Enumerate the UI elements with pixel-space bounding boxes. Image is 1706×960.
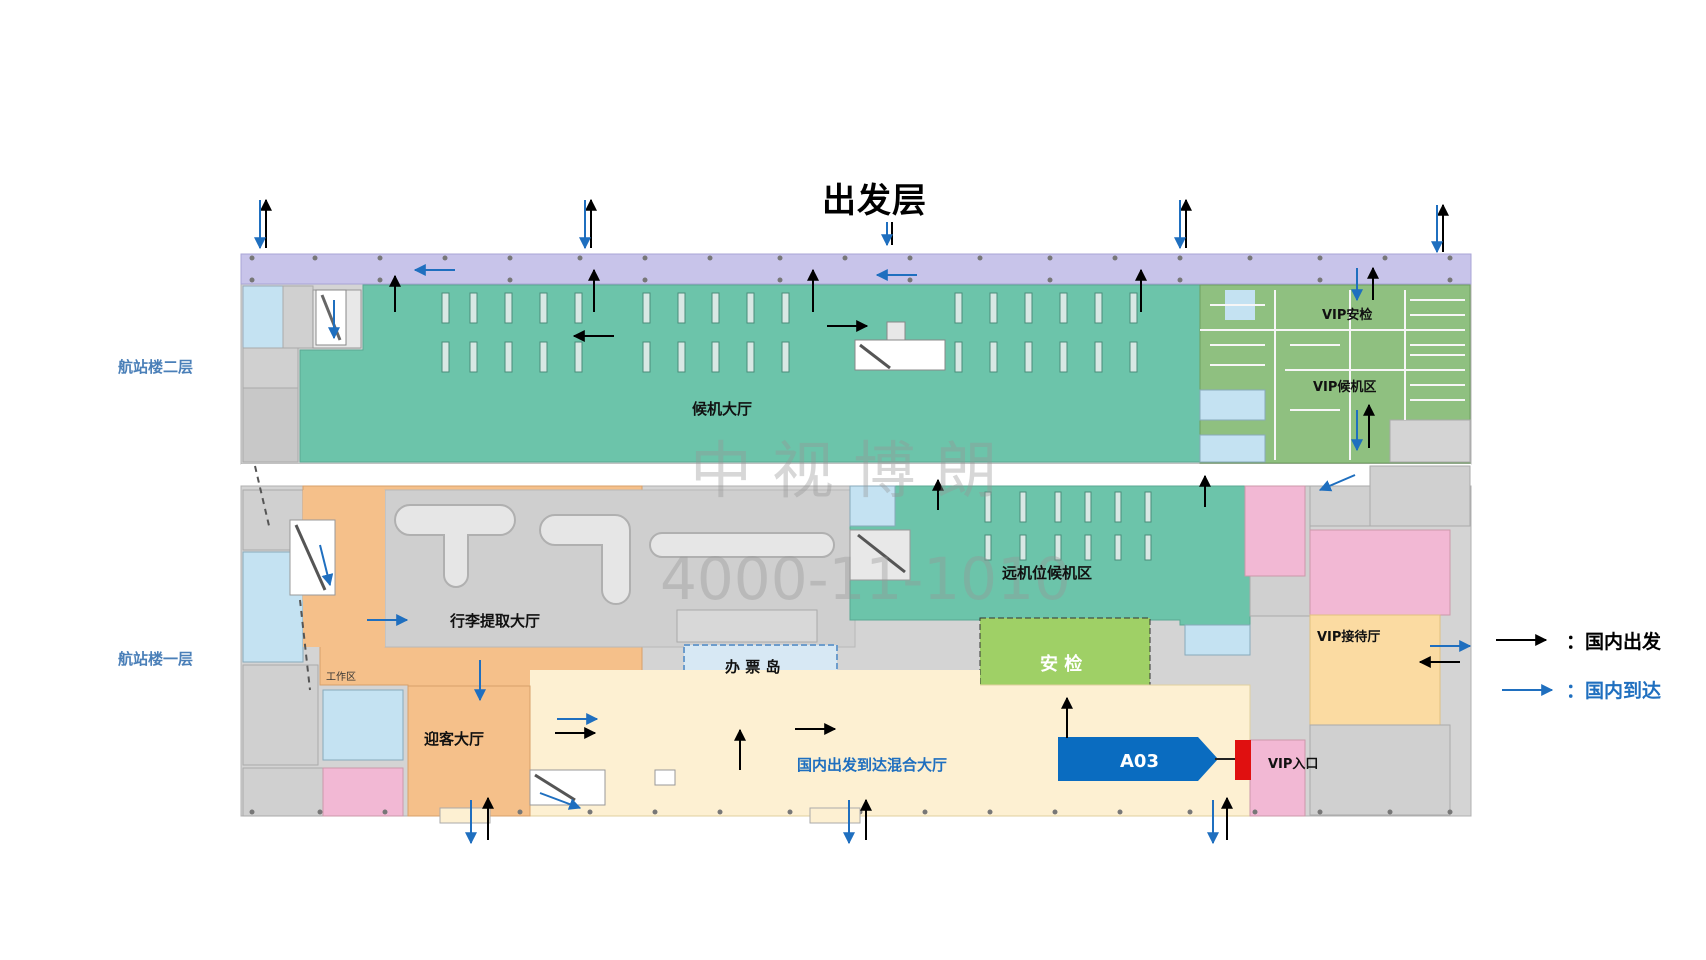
vip-waiting-label: VIP候机区 <box>1313 380 1377 395</box>
meeting-hall <box>407 685 531 817</box>
arrival-arrows <box>254 200 1554 845</box>
security-area <box>979 617 1151 689</box>
lower-floor <box>240 465 1472 824</box>
watermark-line2: 4000-11-1010 <box>660 545 1071 613</box>
watermark-line1: 中 视 博 朗 <box>690 434 998 507</box>
vip-entrance-label: VIP入口 <box>1268 757 1319 772</box>
baggage-claim-label: 行李提取大厅 <box>450 612 541 630</box>
ad-spot-a03 <box>1058 737 1218 781</box>
page-title: 出发层 <box>822 181 927 221</box>
arrow-down-icon <box>1318 474 1356 492</box>
arrow-down-icon <box>319 544 334 587</box>
vip-reception-label: VIP接待厅 <box>1317 630 1381 645</box>
seating-rows <box>441 292 1138 373</box>
escalator-icon <box>854 339 946 371</box>
escalator-icon <box>289 519 336 596</box>
lower-floor-label: 航站楼一层 <box>118 650 194 668</box>
waiting-hall-label: 候机大厅 <box>692 400 753 418</box>
mixed-hall-label: 国内出发到达混合大厅 <box>797 756 948 774</box>
vip-room <box>1244 485 1306 577</box>
escalator-icon <box>529 769 606 806</box>
legend-arrival-label: ：国内到达 <box>1566 680 1662 702</box>
legend-departure-label: ：国内出发 <box>1566 631 1662 653</box>
remote-waiting-label: 远机位候机区 <box>1002 564 1093 582</box>
upper-floor-label: 航站楼二层 <box>118 358 194 376</box>
ad-spot-label: A03 <box>1120 751 1159 772</box>
vip-reception <box>1309 614 1441 726</box>
vip-entrance-marker <box>1235 740 1251 780</box>
upper-floor <box>240 253 1472 465</box>
arrow-right-icon <box>539 792 582 810</box>
baggage-carousels <box>393 504 836 605</box>
vip-security-label: VIP安检 <box>1322 308 1373 323</box>
meeting-hall-label: 迎客大厅 <box>424 730 485 748</box>
security-label: 安 检 <box>1040 654 1083 675</box>
work-area-label: 工作区 <box>326 672 356 683</box>
ticket-island-label: 办 票 岛 <box>725 658 781 676</box>
